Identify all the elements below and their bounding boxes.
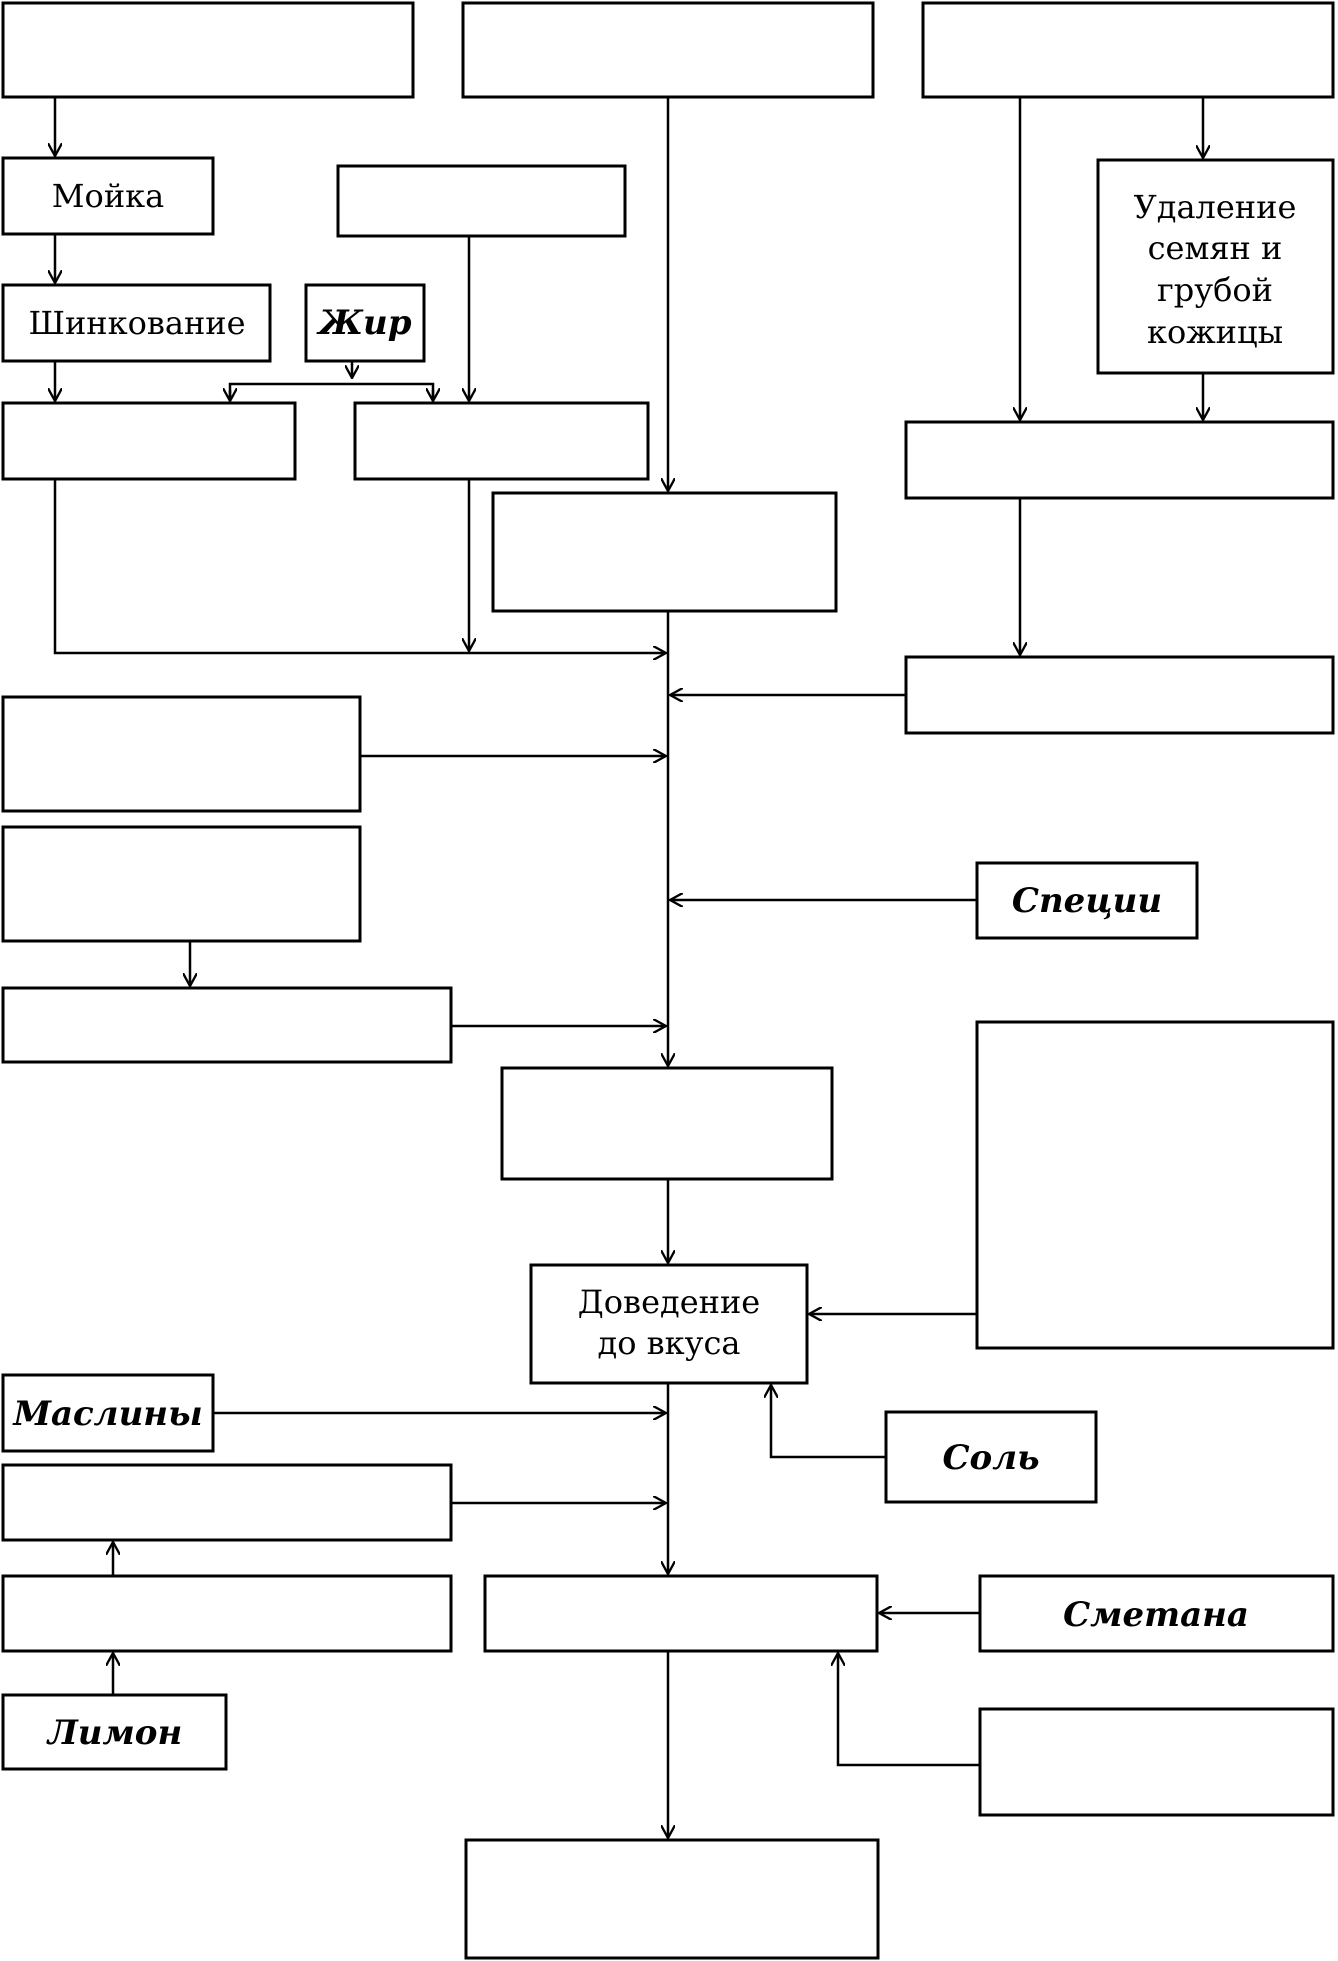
label-spetsii: Специи (1012, 881, 1162, 921)
box-bottom-result-empty (464, 1838, 880, 1960)
box-moika (1, 156, 215, 236)
label-sol: Соль (942, 1438, 1039, 1478)
label-zhir: Жир (315, 303, 411, 343)
label-moika: Мойка (52, 177, 164, 215)
box-shinkovanie (1, 283, 272, 363)
box-left-mid3-empty (1, 986, 453, 1064)
box-mid-row3-empty (353, 401, 650, 481)
label-udalenie-line3: грубой (1157, 271, 1273, 309)
arrow-right-low-to-center-low2 (838, 1653, 980, 1767)
box-left-mid1-empty (1, 695, 362, 813)
arrow-left-row3-to-spine (53, 479, 666, 653)
label-udalenie-line1: Удаление (1134, 188, 1297, 226)
box-left-mid2-empty (1, 825, 362, 943)
box-top-right-empty (921, 1, 1335, 99)
box-left-row3-empty (1, 401, 297, 481)
label-limon: Лимон (46, 1713, 183, 1753)
label-dovedenie-line2: до вкуса (598, 1324, 741, 1362)
label-smetana: Сметана (1063, 1595, 1249, 1635)
label-udalenie-line4: кожицы (1147, 313, 1283, 351)
box-top-left-empty (1, 1, 415, 99)
box-right-row3-empty (904, 420, 1335, 500)
box-mid-upper-empty (336, 164, 627, 238)
box-udalenie (1096, 158, 1335, 375)
label-udalenie-line2: семян и (1148, 229, 1283, 267)
box-left-low2-empty (1, 1574, 453, 1653)
box-center-low2-empty (483, 1574, 879, 1653)
box-left-low1-empty (1, 1463, 453, 1542)
box-top-center-empty (461, 1, 875, 99)
box-right-low-empty (978, 1707, 1335, 1817)
box-center-lower-empty (500, 1066, 834, 1181)
box-zhir (304, 283, 426, 363)
arrow-sol-to-dovedenie (771, 1385, 886, 1459)
label-dovedenie-line1: Доведение (578, 1283, 760, 1321)
box-limon (1, 1693, 228, 1771)
label-shinkovanie: Шинкование (28, 304, 245, 342)
box-center-row3-empty (491, 491, 838, 613)
label-masliny: Маслины (12, 1394, 202, 1434)
box-right-row4-empty (904, 655, 1335, 735)
line-zhir-fork (228, 382, 435, 401)
box-right-large-empty (975, 1020, 1335, 1350)
